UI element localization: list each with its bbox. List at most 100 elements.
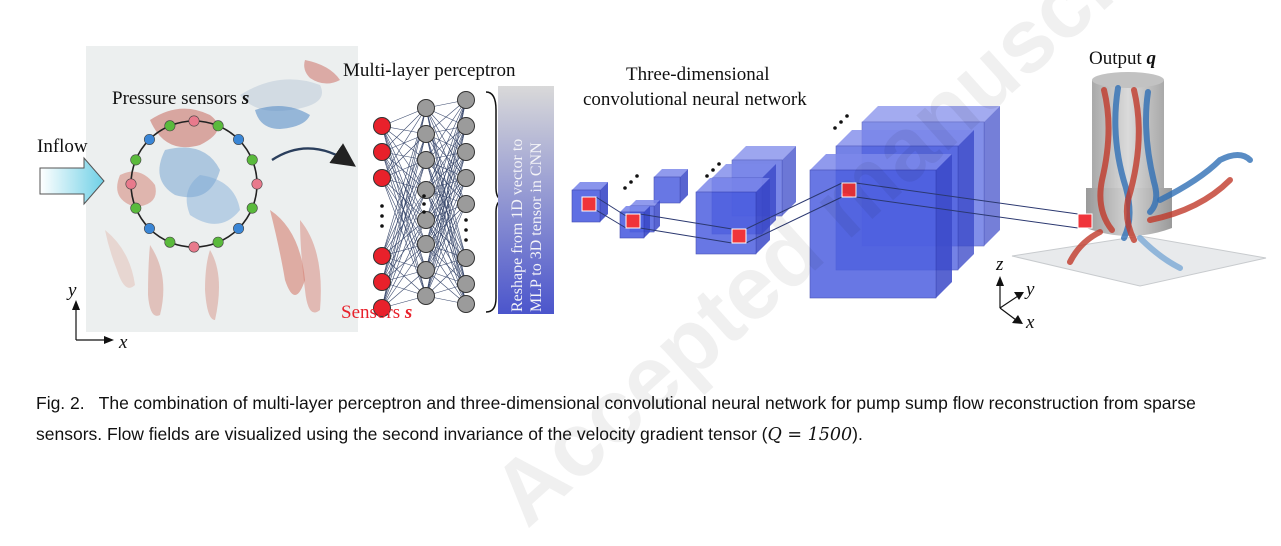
cube-side xyxy=(936,154,952,298)
cube-front xyxy=(695,191,757,255)
mlp-edge xyxy=(381,125,427,191)
cnn-ellipsis-dot xyxy=(635,174,639,178)
reshape-line2: MLP to 3D tensor in CNN xyxy=(528,142,545,312)
figure-pump-sump-network: Inflow Pressure sensors s Multi-layer pe… xyxy=(37,46,1267,353)
connection-line xyxy=(595,196,627,217)
ring-sensor-marker xyxy=(212,120,224,132)
xy-axis xyxy=(72,300,114,344)
feature-square xyxy=(581,196,597,212)
cube-top xyxy=(620,206,650,212)
ring-to-mlp-arrow xyxy=(271,143,356,167)
ring-sensor-marker xyxy=(246,154,258,166)
mlp-edge xyxy=(381,107,427,153)
axis3d-x-label: x xyxy=(1026,312,1035,333)
mlp-input-neuron xyxy=(373,143,391,161)
cube-top xyxy=(696,178,770,192)
mlp-edge xyxy=(381,125,427,221)
mlp-edge xyxy=(425,203,467,297)
mlp-edge xyxy=(425,219,467,259)
ellipsis-dot xyxy=(464,218,468,222)
feature-square xyxy=(625,213,641,229)
vortex-blob xyxy=(159,147,220,198)
ring-sensor-marker xyxy=(164,120,176,132)
cube-top xyxy=(572,182,608,190)
ring-sensor-marker xyxy=(188,241,200,253)
feature-square xyxy=(731,228,747,244)
mlp-hidden-neuron xyxy=(457,117,475,135)
mlp-edge xyxy=(425,159,467,259)
pressure-sensors-text: Pressure sensors xyxy=(112,88,242,109)
mlp-hidden-neuron xyxy=(457,195,475,213)
cnn-label-line2: convolutional neural network xyxy=(583,89,807,110)
axis3d-y-label: y xyxy=(1026,279,1035,300)
mlp-input-neuron xyxy=(373,299,391,317)
pressure-sensors-var: s xyxy=(241,88,250,109)
cnn-ellipsis-dot xyxy=(839,120,843,124)
cube-side xyxy=(756,178,770,254)
pump-vortex xyxy=(1157,152,1253,203)
vortex-blob xyxy=(240,79,322,111)
pump-vortex xyxy=(1147,177,1233,223)
mlp-edge xyxy=(425,177,467,297)
vortex-blob xyxy=(148,245,164,316)
inflow-arrow xyxy=(39,156,105,206)
cube-side xyxy=(958,130,974,270)
vortex-blob xyxy=(205,250,219,320)
mlp-hidden-neuron xyxy=(417,211,435,229)
ring-sensor-marker xyxy=(233,133,245,145)
cube-top xyxy=(712,164,776,178)
mlp-hidden-neuron xyxy=(417,125,435,143)
cnn-volume-small xyxy=(653,169,688,204)
ring-sensor-marker xyxy=(233,223,245,235)
cube-top xyxy=(654,169,688,177)
cnn-ellipsis-dot xyxy=(623,186,627,190)
mlp-edge xyxy=(381,189,427,283)
feature-square xyxy=(841,182,857,198)
pressure-sensors-label: Pressure sensors s xyxy=(112,88,249,110)
mlp-edge xyxy=(381,269,427,309)
ring-sensor-marker xyxy=(143,223,155,235)
mlp-edge xyxy=(381,177,427,221)
mlp-hidden-neuron xyxy=(457,91,475,109)
output-var: q xyxy=(1146,48,1157,69)
cnn-ellipsis-dot xyxy=(717,162,721,166)
cube-top xyxy=(630,200,660,206)
mlp-input-neuron xyxy=(373,247,391,265)
ellipsis-dot xyxy=(464,228,468,232)
sensors-label: Sensors s xyxy=(341,302,412,324)
mlp-edge xyxy=(381,219,427,283)
cnn-ellipsis-dot xyxy=(711,168,715,172)
feature-square xyxy=(1077,213,1093,229)
output-pump-visualization xyxy=(1011,72,1267,287)
reshape-box xyxy=(498,86,554,314)
ring-sensor-marker xyxy=(130,154,142,166)
vortex-blob xyxy=(186,175,240,224)
figure-canvas xyxy=(39,46,1267,344)
mlp-hidden-neuron xyxy=(457,169,475,187)
pump-vortex-structures xyxy=(1067,85,1253,271)
ring-sensor-marker xyxy=(125,178,137,190)
mlp-edge xyxy=(381,219,427,309)
cube-side xyxy=(644,206,650,238)
cnn-volume-mid-front xyxy=(695,178,770,255)
mlp-edge xyxy=(381,107,427,309)
mlp-hidden-neuron xyxy=(457,275,475,293)
mlp-label: Multi-layer perceptron xyxy=(343,60,516,81)
pump-vortex xyxy=(1123,87,1142,243)
ring-sensor-marker xyxy=(143,133,155,145)
connection-line xyxy=(639,213,733,230)
ring-sensor-marker xyxy=(212,236,224,248)
caption-fig-label: Fig. 2. xyxy=(36,393,85,413)
vortex-blob xyxy=(304,60,340,84)
cnn-feature-volumes xyxy=(571,106,1000,299)
mlp-ellipsis xyxy=(380,194,468,242)
mlp-hidden-neuron xyxy=(457,249,475,267)
mlp-hidden-neuron xyxy=(417,287,435,305)
connection-line xyxy=(745,182,843,230)
vortex-blob xyxy=(150,108,218,148)
vortex-structures xyxy=(105,60,340,320)
mlp-edge xyxy=(381,189,427,309)
flow-field-xy-plane xyxy=(86,46,358,332)
mlp-edge xyxy=(381,107,427,179)
inflow-label: Inflow xyxy=(37,136,88,157)
